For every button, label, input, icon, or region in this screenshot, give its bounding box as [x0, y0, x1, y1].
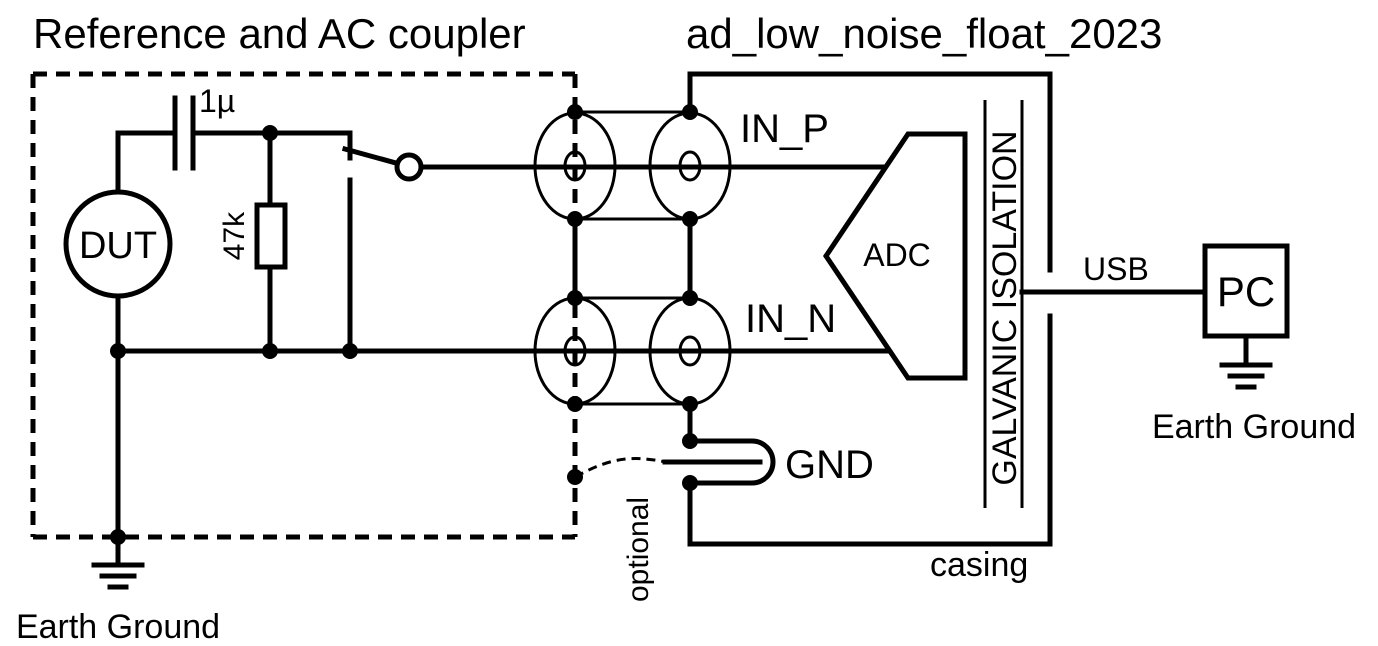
section-title: Reference and AC coupler [33, 10, 526, 57]
earth-ground-left-label: Earth Ground [16, 608, 220, 646]
device-title: ad_low_noise_float_2023 [686, 10, 1162, 57]
capacitor-value: 1µ [199, 83, 235, 119]
earth-ground-left: Earth Ground [16, 537, 220, 646]
usb-label: USB [1083, 251, 1149, 287]
pc-box: PC [1202, 243, 1290, 339]
adc-block: ADC [822, 131, 968, 381]
junction-dots [110, 104, 698, 545]
isolation-label: GALVANIC ISOLATION [986, 130, 1024, 485]
optional-label: optional [622, 497, 655, 602]
gnd-terminal: GND [662, 438, 874, 487]
gnd-label: GND [785, 443, 874, 487]
galvanic-isolation-barrier: GALVANIC ISOLATION [983, 100, 1024, 508]
earth-ground-right: Earth Ground [1152, 333, 1356, 446]
dut-source: DUT [63, 189, 173, 299]
earth-ground-right-label: Earth Ground [1152, 408, 1356, 446]
optional-link: optional [574, 457, 667, 602]
dut-label: DUT [79, 225, 157, 267]
in-n-label: IN_N [745, 297, 836, 341]
pc-label: PC [1217, 268, 1275, 315]
coupler-dashed-box [30, 71, 578, 540]
resistor: 47k [218, 130, 288, 354]
in-p-label: IN_P [740, 107, 829, 151]
capacitor: 1µ [115, 83, 353, 171]
device-casing: casing [687, 71, 1053, 584]
casing-label: casing [930, 546, 1028, 584]
adc-label: ADC [863, 237, 931, 273]
resistor-value: 47k [218, 211, 251, 260]
